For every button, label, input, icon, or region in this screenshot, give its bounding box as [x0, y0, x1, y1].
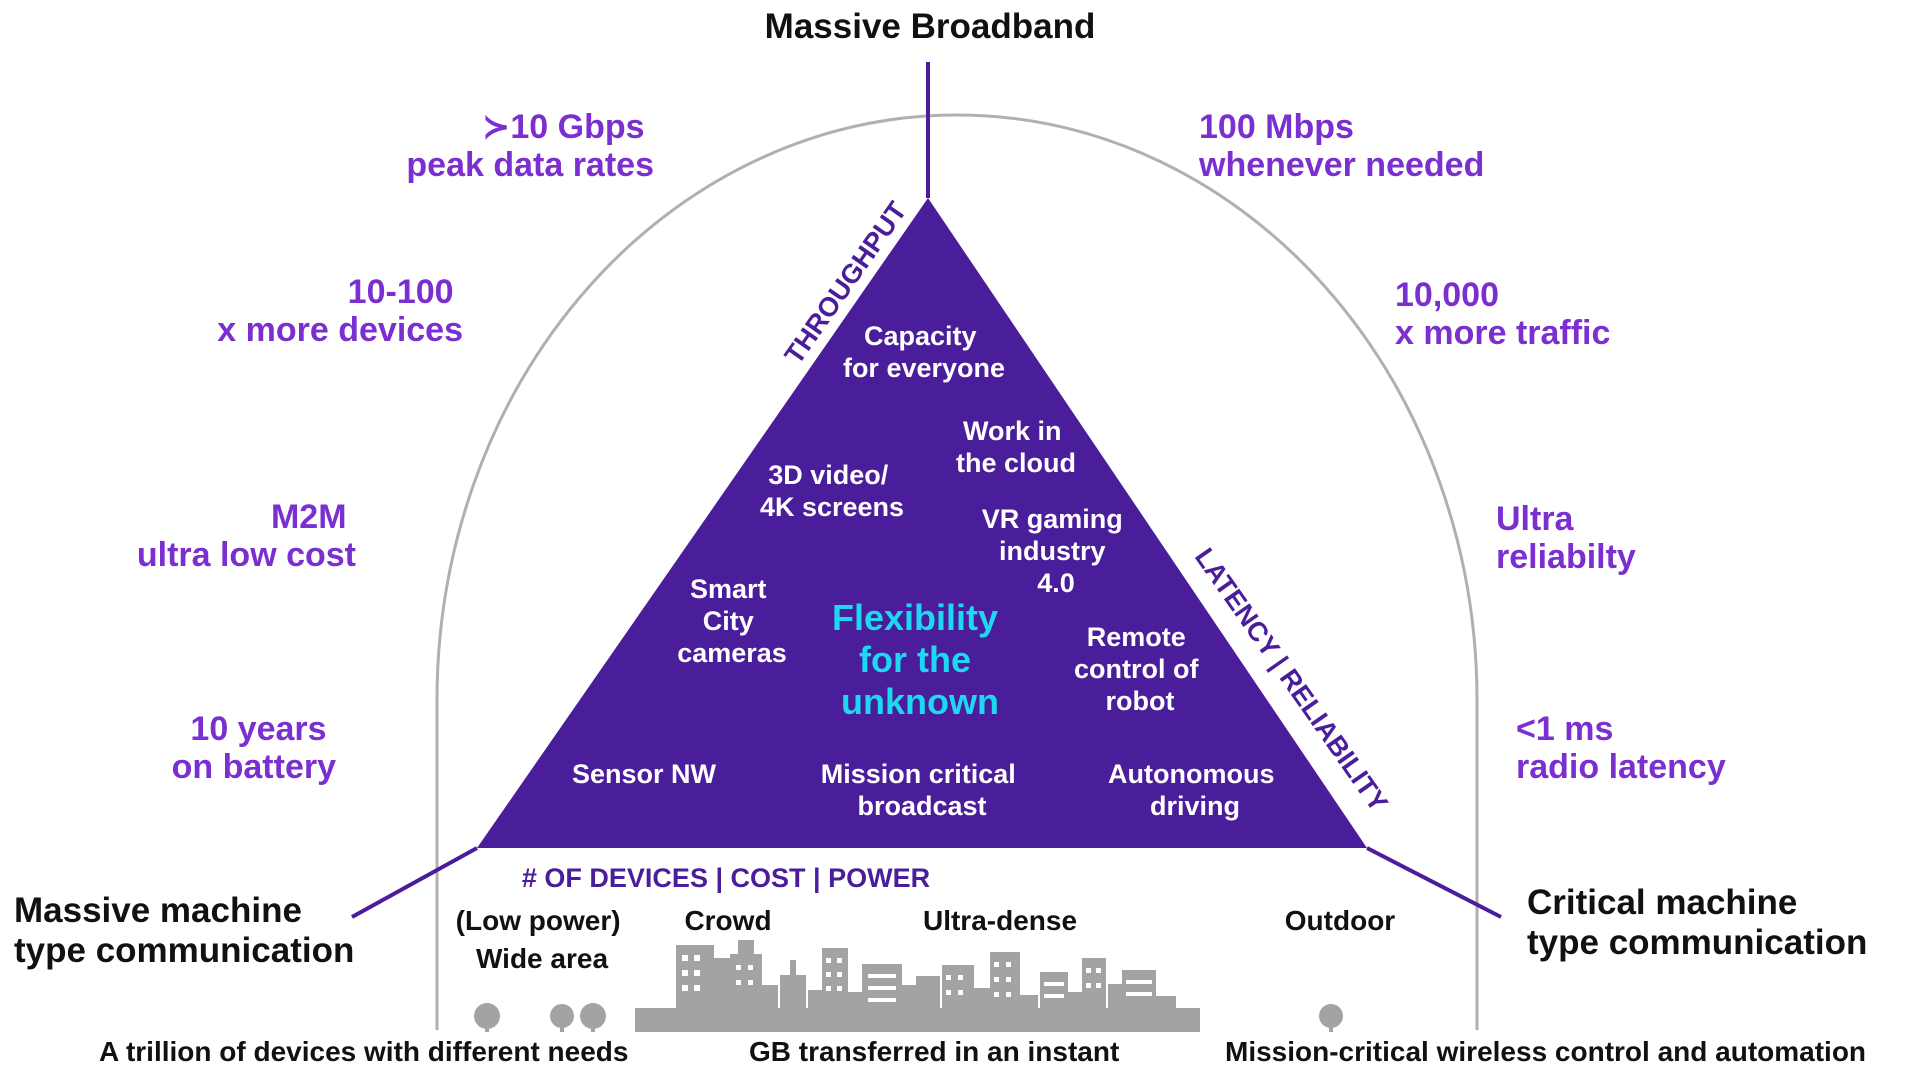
center-flexibility-label: Flexibility for the unknown [832, 597, 1008, 722]
use-case-sensor-nw: Sensor NW [572, 759, 717, 789]
stat-more-traffic: 10,000 x more traffic [1395, 276, 1610, 352]
use-case-autonomous-driving: Autonomous driving [1108, 759, 1282, 821]
use-case-mission-critical-broadcast: Mission critical broadcast [821, 759, 1024, 821]
use-case-smart-city: Smart City cameras [677, 574, 787, 668]
use-case-3d-video: 3D video/ 4K screens [760, 460, 904, 522]
environment-wide-area: (Low power) Wide area [456, 905, 629, 974]
city-skyline-icon [635, 940, 1200, 1032]
stat-more-devices: 10-100 x more devices [217, 273, 463, 349]
left-vertex-line [351, 846, 478, 919]
footer-trillion-devices: A trillion of devices with different nee… [99, 1036, 628, 1067]
corner-left-label: Massive machine type communication [14, 891, 354, 970]
use-case-remote-robot: Remote control of robot [1074, 622, 1206, 716]
dome-outline [435, 113, 1479, 1030]
stat-radio-latency: <1 ms radio latency [1516, 710, 1726, 786]
use-case-capacity: Capacity for everyone [843, 321, 1005, 383]
environment-crowd: Crowd [684, 905, 771, 936]
right-vertex-line [1366, 846, 1502, 919]
stat-ultra-low-cost: M2M ultra low cost [137, 498, 356, 574]
footer-gb-instant: GB transferred in an instant [749, 1036, 1119, 1067]
use-case-vr-gaming: VR gaming industry 4.0 [982, 504, 1131, 598]
axis-devices-cost-power-label: # OF DEVICES | COST | POWER [522, 863, 930, 893]
stat-peak-data-rates: ≻10 Gbps peak data rates [406, 108, 654, 184]
stat-100mbps: 100 Mbps whenever needed [1198, 108, 1484, 184]
corner-top-label: Massive Broadband [765, 7, 1096, 46]
use-case-work-in-cloud: Work in the cloud [956, 416, 1076, 478]
footer-mission-critical-control: Mission-critical wireless control and au… [1225, 1036, 1866, 1067]
stat-ultra-reliability: Ultra reliabilty [1496, 500, 1636, 576]
tree-icon [474, 1003, 1343, 1032]
environment-ultra-dense: Ultra-dense [923, 905, 1077, 936]
stat-battery-life: 10 years on battery [172, 710, 336, 786]
capability-triangle [477, 198, 1367, 848]
corner-right-label: Critical machine type communication [1527, 883, 1867, 962]
environment-outdoor: Outdoor [1285, 905, 1396, 936]
